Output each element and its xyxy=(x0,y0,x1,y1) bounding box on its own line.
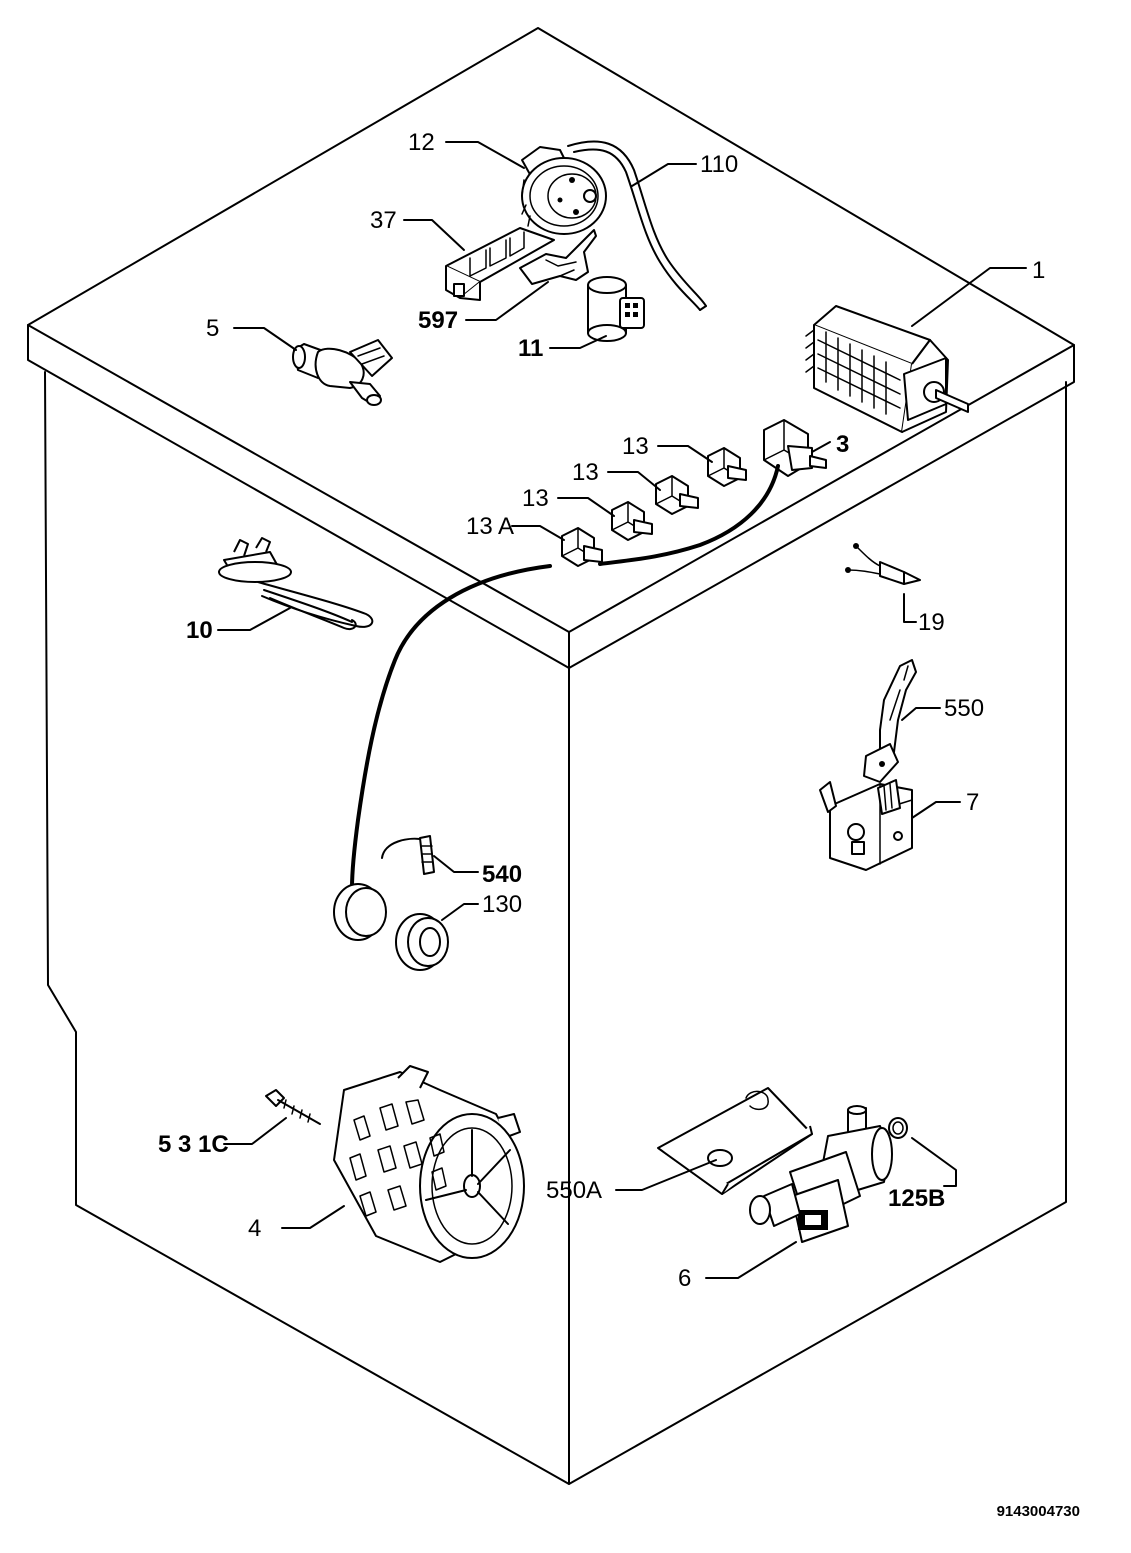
part-label: 6 xyxy=(678,1265,691,1292)
part-label: 130 xyxy=(482,891,522,918)
hose-clip-part xyxy=(381,835,435,875)
capacitor-part xyxy=(587,276,645,342)
connector-13-middle xyxy=(655,475,699,515)
part-label: 3 xyxy=(836,431,849,458)
part-label: 540 xyxy=(482,861,522,888)
connector-13-upper xyxy=(707,447,747,487)
heating-element-part xyxy=(218,537,374,630)
motor-part xyxy=(333,1065,525,1263)
part-label: 5 xyxy=(206,315,219,342)
part-label: 550 xyxy=(944,695,984,722)
programme-timer-part xyxy=(805,305,969,433)
bracket-part xyxy=(519,229,597,285)
inlet-valve-part xyxy=(292,339,393,406)
part-label: 13 xyxy=(522,485,549,512)
part-label: 37 xyxy=(370,207,397,234)
part-label: 1 xyxy=(1032,257,1045,284)
wiring-harness-cable xyxy=(350,464,780,890)
part-label: 19 xyxy=(918,609,945,636)
part-label: 7 xyxy=(966,789,979,816)
part-label: 13 xyxy=(622,433,649,460)
part-label: 125B xyxy=(888,1185,945,1212)
pressure-switch-part xyxy=(521,146,607,235)
cover-part xyxy=(657,1087,813,1195)
switch-part xyxy=(763,419,827,477)
part-label: 110 xyxy=(700,151,738,178)
drain-pump-part xyxy=(749,1105,908,1243)
part-label: 13 xyxy=(572,459,599,486)
terminal-block-part xyxy=(445,227,555,301)
cabinet-outline xyxy=(27,27,1075,1485)
callout-leaders xyxy=(217,141,1027,1279)
part-label: 12 xyxy=(408,129,435,156)
screw-part xyxy=(265,1089,321,1125)
document-number: 9143004730 xyxy=(997,1503,1080,1520)
connector-13-lower xyxy=(611,501,653,541)
part-label: 550A xyxy=(546,1177,602,1204)
cable-grommet-part xyxy=(333,883,449,971)
part-label: 597 xyxy=(418,307,458,334)
sensor-part xyxy=(845,543,921,585)
part-label: 4 xyxy=(248,1215,261,1242)
part-label: 10 xyxy=(186,617,213,644)
pressure-hose-part xyxy=(567,140,707,311)
door-lock-part xyxy=(819,659,917,871)
part-label: 5 3 1C xyxy=(158,1131,229,1158)
part-label: 11 xyxy=(518,335,543,362)
part-label: 13 A xyxy=(466,513,514,540)
connector-13A xyxy=(561,527,603,567)
part-labels: 1 3 4 5 6 7 10 11 12 13 13 13 13 A 19 37… xyxy=(158,129,1045,1292)
